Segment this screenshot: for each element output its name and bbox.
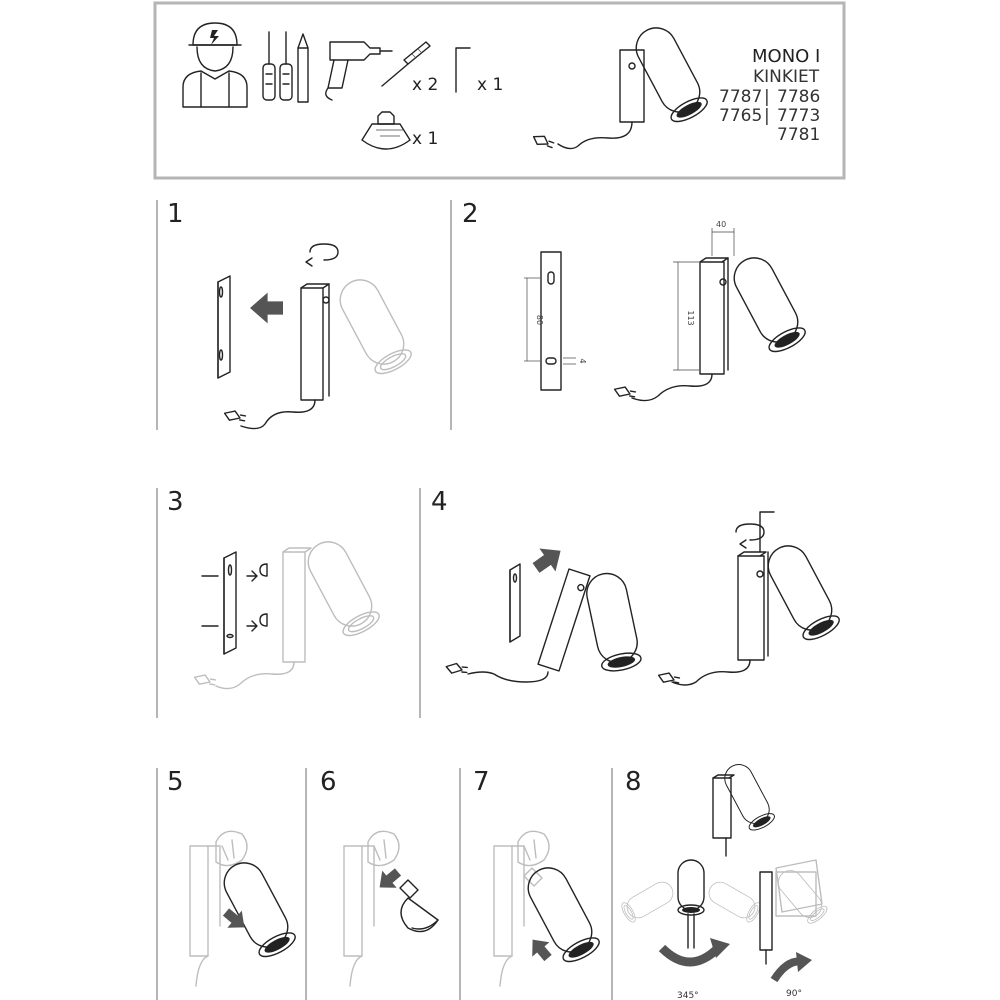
product-code: 7786	[777, 87, 820, 107]
product-code: 7781	[777, 125, 820, 145]
step-2-illustration: 80 4 40 113	[524, 220, 810, 402]
screwdriver-icon	[262, 31, 293, 101]
step-number: 4	[431, 487, 448, 517]
product-type: KINKIET	[753, 67, 820, 87]
step-4-illustration	[445, 511, 844, 686]
gu10-bulb-icon	[361, 111, 411, 150]
product-code: 7773	[777, 106, 820, 126]
drill-icon	[325, 41, 393, 101]
dim-hole-diameter: 4	[578, 358, 587, 363]
dim-width: 40	[716, 220, 726, 229]
rotation-angle-horizontal: 345°	[677, 991, 699, 1000]
step-number: 1	[167, 199, 184, 229]
step-3-illustration	[192, 534, 384, 690]
code-separator: |	[764, 106, 770, 126]
hex-key-icon	[455, 47, 471, 93]
step-6-illustration	[343, 830, 439, 987]
step-number: 5	[167, 767, 184, 797]
dim-hole-spacing: 80	[535, 315, 544, 325]
header-frame	[153, 1, 846, 180]
product-code: 7765	[719, 106, 762, 126]
step-5-illustration	[189, 830, 300, 987]
pencil-icon	[297, 33, 309, 103]
step-8-illustration: 345° 90°	[618, 759, 831, 1000]
code-separator: |	[764, 87, 770, 107]
product-lamp-icon	[530, 20, 712, 151]
step-1-illustration	[217, 243, 416, 430]
step-number: 3	[167, 487, 184, 517]
product-code: 7787	[719, 87, 762, 107]
step-number: 6	[320, 767, 337, 797]
step-7-illustration	[493, 830, 604, 987]
step-number: 2	[462, 199, 479, 229]
rotation-angle-vertical: 90°	[786, 989, 802, 999]
hex-key-quantity: x 1	[477, 75, 503, 95]
step-number: 8	[625, 767, 642, 797]
electrician-icon	[182, 22, 248, 108]
bulb-quantity: x 1	[412, 129, 438, 149]
dowel-quantity: x 2	[412, 75, 438, 95]
step-number: 7	[473, 767, 490, 797]
dowel-icon	[381, 41, 431, 87]
product-name: MONO I	[752, 46, 820, 67]
dim-height: 113	[686, 310, 695, 325]
